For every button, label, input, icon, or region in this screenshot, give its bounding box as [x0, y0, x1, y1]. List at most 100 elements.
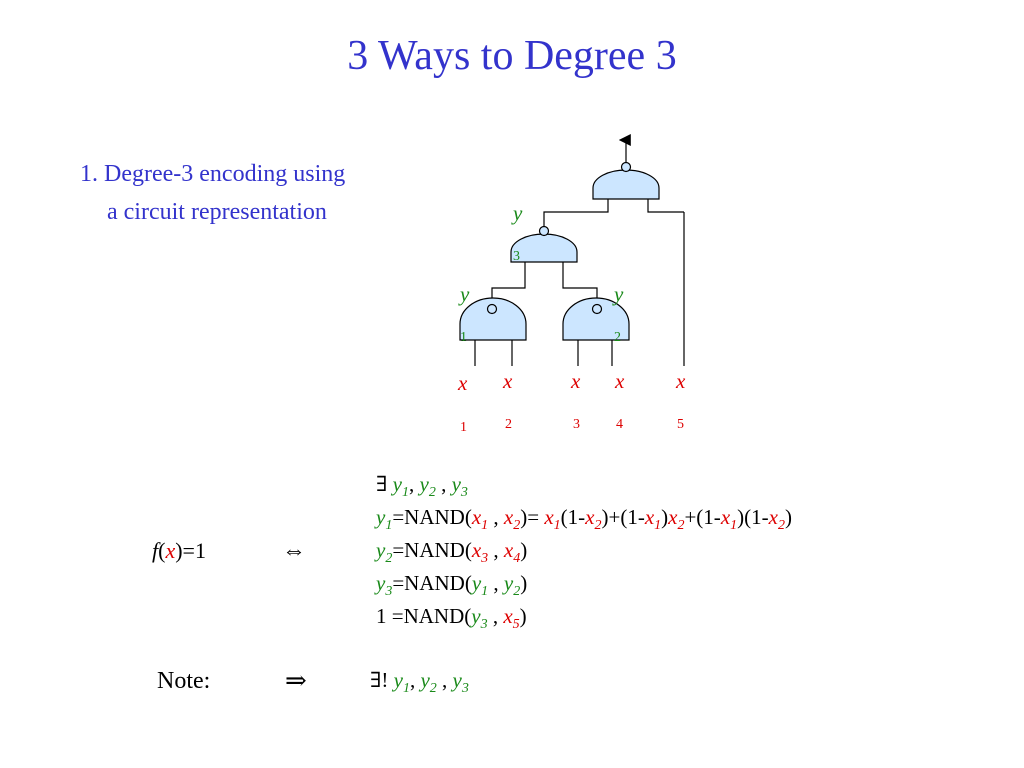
slide-title: 3 Ways to Degree 3: [347, 33, 677, 79]
var-x: x: [668, 505, 678, 529]
circuit-wires: [474, 134, 685, 366]
comma: ,: [493, 505, 499, 529]
note-label: Note:: [157, 668, 211, 694]
inversion-bubble-output: [620, 161, 632, 173]
nand-op: =NAND(: [392, 538, 472, 562]
comma: ,: [441, 472, 447, 496]
nand-op: =NAND(: [392, 571, 472, 595]
sub-2: 2: [428, 485, 436, 500]
var-x: x: [503, 538, 514, 562]
var-y2: y: [376, 538, 386, 562]
equation-exists: ∃ y1, y2 , y3: [376, 468, 468, 509]
equation-y2: y2=NAND(x3 , x4): [376, 534, 527, 575]
sub: 3: [480, 617, 488, 632]
equation-y3: y3=NAND(y1 , y2): [376, 567, 527, 608]
sub: 3: [481, 551, 489, 566]
label-x3-index: 3: [573, 417, 580, 432]
equals-one: )=1: [175, 538, 206, 563]
paren-open: (: [158, 538, 166, 563]
unique-exists-symbol: ∃!: [370, 668, 389, 692]
paren: )(1-: [737, 505, 769, 529]
paren: )+(1-: [601, 505, 645, 529]
sub: 1: [553, 518, 561, 533]
x-symbol: x: [165, 538, 176, 563]
comma: ,: [409, 668, 416, 692]
var-x: x: [720, 505, 731, 529]
var-x: x: [585, 505, 595, 529]
label-x2-index: 2: [505, 417, 512, 432]
exists-symbol: ∃: [376, 472, 388, 496]
var-y1: y: [376, 505, 386, 529]
sub: 2: [677, 518, 685, 533]
inversion-bubble-y3: [538, 225, 550, 237]
label-y3-index: 3: [513, 249, 520, 264]
unique-exists-statement: ∃! y1, y2 , y3: [370, 668, 469, 697]
nand-op: =NAND(: [392, 505, 472, 529]
nand-op: =NAND(: [391, 604, 472, 628]
label-x4: x: [614, 369, 625, 393]
paren: ): [520, 538, 528, 562]
var-y: y: [471, 604, 481, 628]
implies-symbol: ⇒: [285, 666, 307, 695]
label-x1: x: [457, 371, 468, 395]
paren: ): [520, 571, 528, 595]
var-y2: y: [419, 472, 429, 496]
sub: 2: [429, 681, 437, 696]
label-y2-index: 2: [614, 330, 621, 345]
var-x: x: [471, 538, 482, 562]
paren: (1-: [560, 505, 586, 529]
label-x5: x: [675, 369, 686, 393]
var-y: y: [503, 571, 514, 595]
sub-3: 3: [460, 485, 468, 500]
nand-gate-output: [592, 169, 660, 200]
sub: 4: [513, 551, 521, 566]
sub: 1: [402, 681, 410, 696]
function-condition: f(x)=1: [152, 538, 206, 564]
var-x: x: [768, 505, 778, 529]
var-x: x: [544, 505, 554, 529]
nand-gate-y1: [459, 297, 527, 341]
var-y3: y: [451, 472, 461, 496]
inversion-bubble-y2: [591, 303, 603, 315]
sub: 3: [461, 681, 469, 696]
label-x5-index: 5: [677, 417, 684, 432]
paren: ): [784, 505, 792, 529]
iff-symbol: ⇔: [282, 538, 306, 564]
sub: 2: [513, 584, 521, 599]
sub: 2: [594, 518, 602, 533]
f-symbol: f: [152, 538, 159, 563]
comma: ,: [493, 571, 499, 595]
var-x: x: [644, 505, 655, 529]
bullet-line-1: 1. Degree-3 encoding using: [80, 161, 346, 187]
equation-output: 1 =NAND(y3 , x5): [376, 600, 527, 641]
var-y3: y: [376, 571, 386, 595]
equals: )=: [520, 505, 540, 529]
sub: 2: [513, 518, 521, 533]
one: 1: [376, 604, 387, 628]
paren: ): [519, 604, 527, 628]
label-x1-index: 1: [460, 420, 467, 435]
sub: 2: [385, 551, 393, 566]
sub: 3: [385, 584, 393, 599]
sub: 1: [654, 518, 662, 533]
comma: ,: [493, 538, 499, 562]
var-y2: y: [420, 668, 430, 692]
label-x3: x: [570, 369, 581, 393]
var-x: x: [471, 505, 482, 529]
sub-1: 1: [401, 485, 409, 500]
inversion-bubble-y1: [486, 303, 498, 315]
var-y3: y: [452, 668, 462, 692]
label-y2: y: [612, 282, 624, 306]
var-x: x: [503, 505, 514, 529]
var-y1: y: [392, 472, 402, 496]
comma: ,: [408, 472, 415, 496]
label-y3: y: [511, 201, 523, 225]
bullet-point: 1. Degree-3 encoding using a circuit rep…: [80, 155, 345, 231]
sub: 1: [730, 518, 738, 533]
label-x2: x: [502, 369, 513, 393]
bullet-line-2: a circuit representation: [107, 199, 327, 225]
var-y: y: [471, 571, 482, 595]
paren: +(1-: [684, 505, 721, 529]
sub: 1: [385, 518, 393, 533]
